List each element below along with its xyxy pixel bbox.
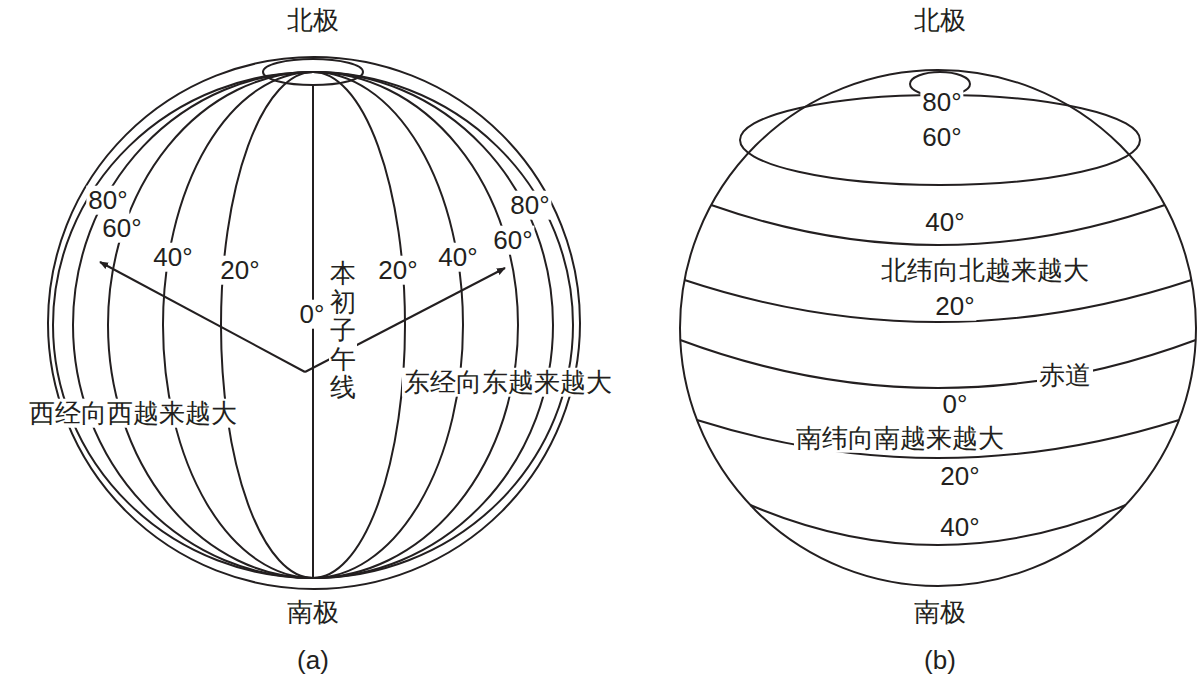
- latitude-value: 40°: [938, 513, 981, 542]
- pole-label: 北极: [285, 6, 341, 35]
- direction-note: 北纬向北越来越大: [879, 256, 1091, 285]
- latitude-value: 80°: [920, 88, 963, 117]
- longitude-value: 20°: [376, 256, 419, 285]
- longitude-value: 40°: [436, 243, 479, 272]
- longitude-value: 60°: [491, 226, 534, 255]
- latitude-value: 0°: [941, 390, 970, 419]
- longitude-value: 60°: [100, 214, 143, 243]
- parallel-line: [750, 505, 1125, 545]
- pole-label: 北极: [912, 6, 968, 35]
- parallel-lines: [680, 205, 1195, 545]
- meridian-line: [313, 72, 463, 578]
- figure-tag: (a): [295, 646, 331, 675]
- west-arrow: [100, 262, 305, 372]
- latitude-value: 40°: [923, 208, 966, 237]
- meridian-line: [313, 72, 573, 578]
- longitude-value: 80°: [86, 186, 129, 215]
- meridian-line: [313, 72, 553, 578]
- longitude-value: 0°: [298, 300, 327, 329]
- figure-tag: (b): [922, 646, 958, 675]
- meridian-line: [53, 72, 313, 578]
- prime-meridian-line: [312, 85, 314, 578]
- meridian-line: [73, 72, 313, 578]
- latitude-value: 20°: [938, 462, 981, 491]
- longitude-value: 40°: [151, 243, 194, 272]
- pole-label: 南极: [912, 598, 968, 627]
- parallel-line: [711, 205, 1165, 245]
- latitude-value: 60°: [920, 123, 963, 152]
- globe-outline: [680, 70, 1196, 586]
- direction-note: 西经向西越来越大: [27, 399, 239, 428]
- meridian-line: [108, 72, 313, 578]
- meridian-line: [313, 72, 405, 578]
- latitude-value: 20°: [933, 292, 976, 321]
- longitude-value: 20°: [218, 256, 261, 285]
- globe-outline: [48, 57, 580, 589]
- meridian-line: [313, 72, 518, 578]
- parallel-line: [685, 280, 1192, 322]
- direction-note: 南纬向南越来越大: [794, 424, 1006, 453]
- pole-label: 南极: [285, 598, 341, 627]
- meridian-line: [163, 72, 313, 578]
- equator-name: 赤道: [1037, 361, 1093, 390]
- longitude-value: 80°: [508, 191, 551, 220]
- meridian-name: 本初子午线: [329, 257, 357, 404]
- direction-note: 东经向东越来越大: [402, 368, 614, 397]
- parallel-globe: [680, 70, 1196, 586]
- parallel-line: [680, 340, 1195, 388]
- meridian-globe: [48, 57, 580, 589]
- parallel-line: [697, 420, 1179, 458]
- meridian-lines: [53, 72, 573, 578]
